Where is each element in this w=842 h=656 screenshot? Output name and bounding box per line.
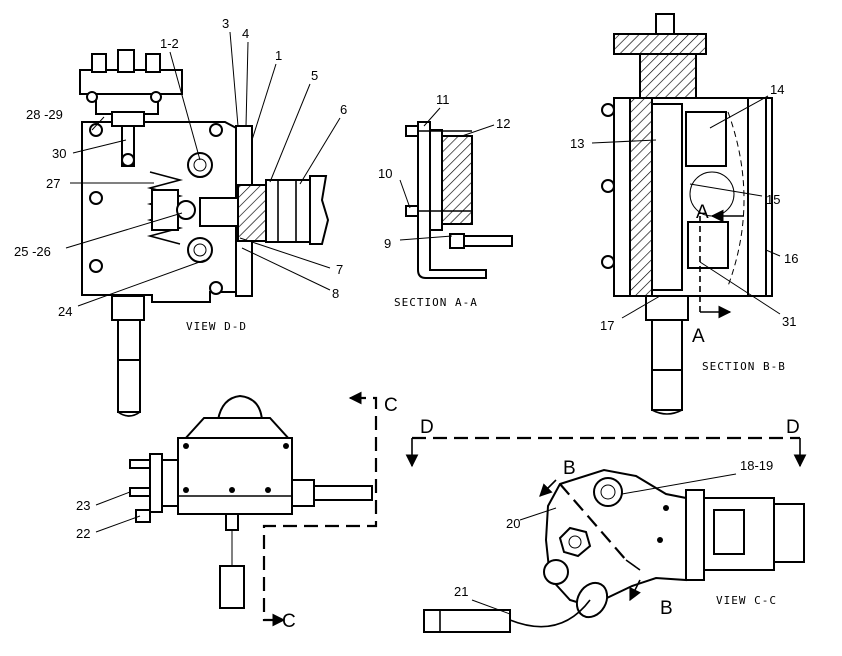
- callout-20: 20: [506, 516, 520, 531]
- callout-11: 11: [436, 92, 450, 107]
- callout-8: 8: [332, 286, 339, 301]
- callout-1: 1: [275, 48, 282, 63]
- callout-5: 5: [311, 68, 318, 83]
- section-letter-c-bottom: C: [282, 611, 296, 632]
- callout-27: 27: [46, 176, 60, 191]
- view-c-c-lower-left-drawing: [95, 391, 378, 627]
- section-a-a-drawing: [399, 107, 513, 279]
- section-b-caption: SECTION B-B: [702, 360, 786, 373]
- callout-18-19: 18-19: [740, 458, 773, 473]
- section-letter-c-top: C: [384, 395, 398, 416]
- section-d-d-marker: [405, 436, 807, 468]
- section-letter-a-lower: A: [692, 326, 705, 347]
- callout-31: 31: [782, 314, 796, 329]
- callout-30: 30: [52, 146, 66, 161]
- callout-16: 16: [784, 251, 798, 266]
- callout-3: 3: [222, 16, 229, 31]
- callout-1-2: 1-2: [160, 36, 179, 51]
- callout-24: 24: [58, 304, 72, 319]
- callout-23: 23: [76, 498, 90, 513]
- view-c-caption: VIEW C-C: [716, 594, 777, 607]
- callout-28-29: 28 -29: [26, 107, 63, 122]
- section-letter-a-upper: A: [696, 202, 709, 223]
- section-b-b-drawing: [591, 13, 781, 415]
- callout-13: 13: [570, 136, 584, 151]
- section-letter-d-right: D: [786, 417, 800, 438]
- callout-21: 21: [454, 584, 468, 599]
- view-c-c-right-drawing: [423, 468, 805, 633]
- section-letter-d-left: D: [420, 417, 434, 438]
- callout-22: 22: [76, 526, 90, 541]
- section-letter-b-lower: B: [660, 598, 673, 619]
- callout-4: 4: [242, 26, 249, 41]
- callout-7: 7: [336, 262, 343, 277]
- callout-14: 14: [770, 82, 784, 97]
- callout-9: 9: [384, 236, 391, 251]
- view-d-caption: VIEW D-D: [186, 320, 247, 333]
- callout-17: 17: [600, 318, 614, 333]
- callout-15: 15: [766, 192, 780, 207]
- callout-12: 12: [496, 116, 510, 131]
- callout-25-26: 25 -26: [14, 244, 51, 259]
- section-letter-b-upper: B: [563, 458, 576, 479]
- callout-6: 6: [340, 102, 347, 117]
- section-a-caption: SECTION A-A: [394, 296, 478, 309]
- callout-10: 10: [378, 166, 392, 181]
- view-d-d-drawing: [65, 31, 341, 417]
